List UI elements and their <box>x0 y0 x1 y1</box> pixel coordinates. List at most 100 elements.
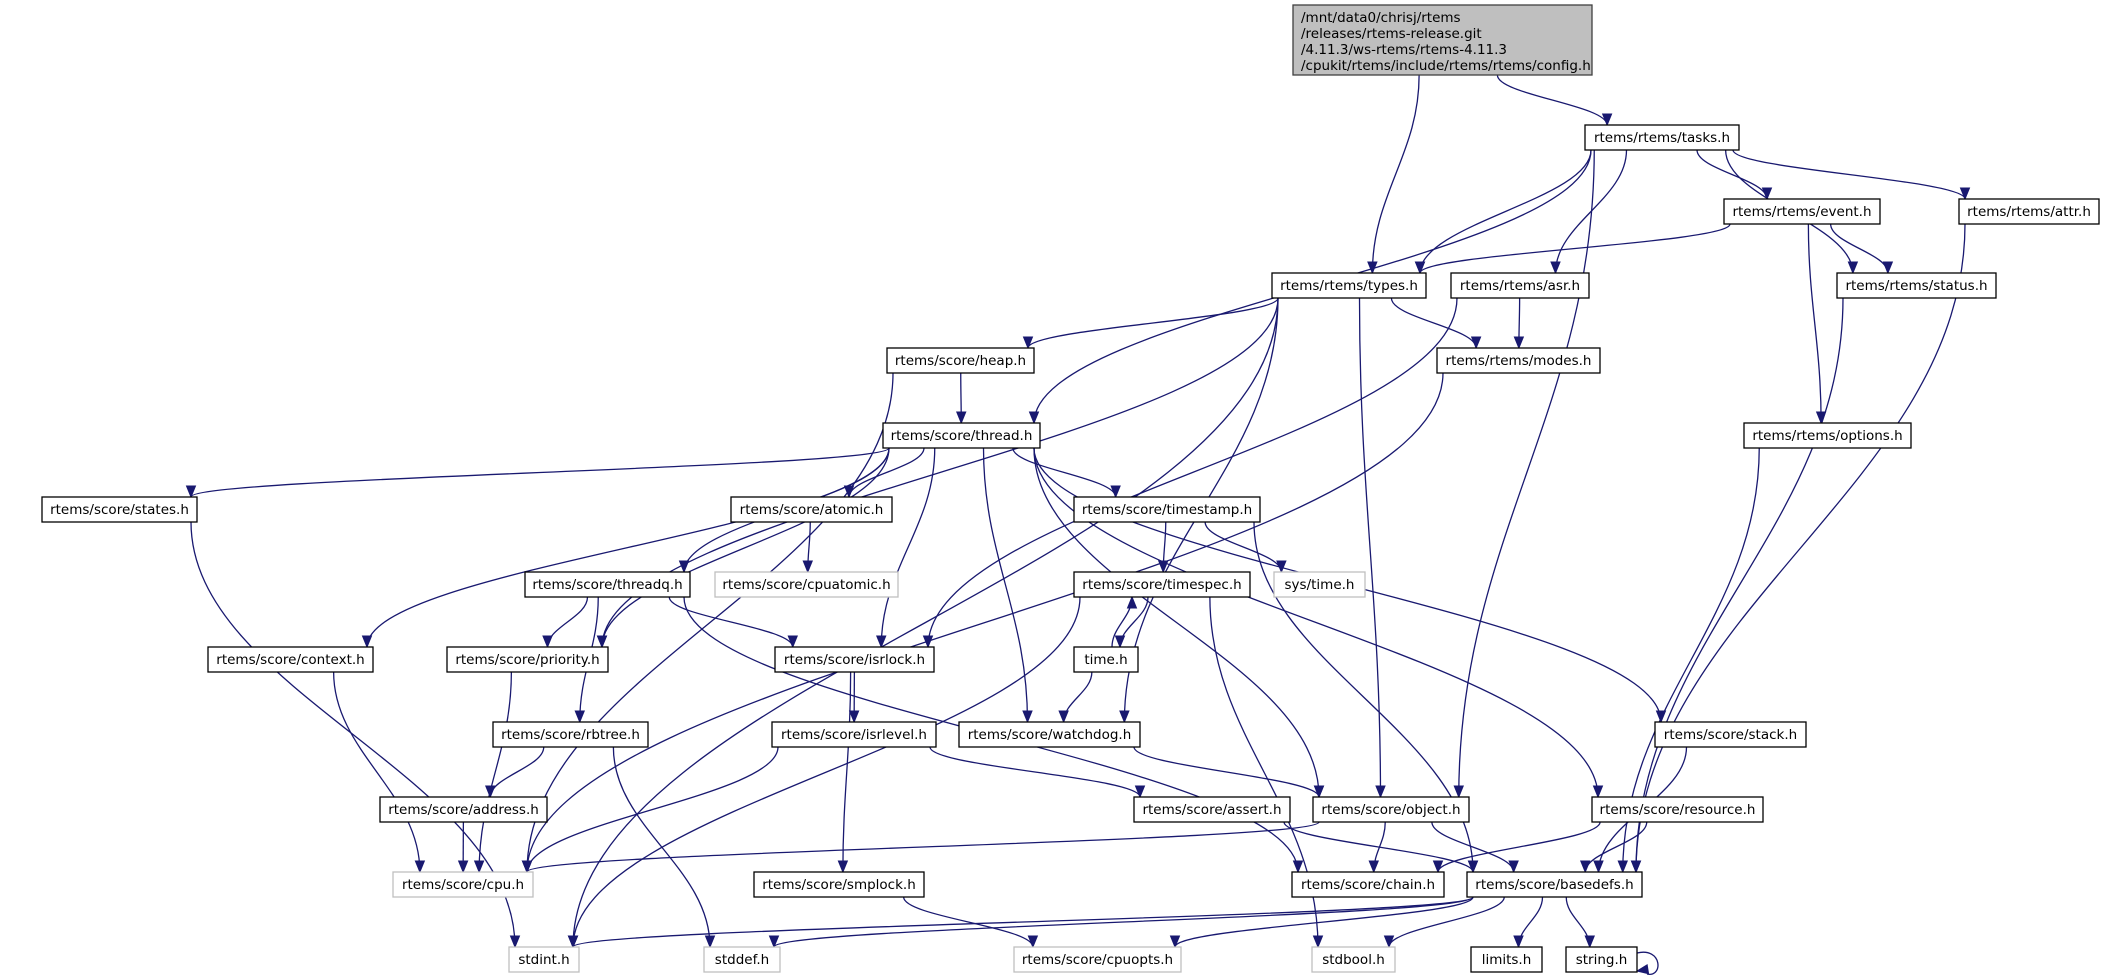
edge-event-to-status <box>1829 223 1894 275</box>
edge-basedefs-to-cpuopts <box>1169 896 1474 949</box>
node-label: rtems/score/priority.h <box>455 652 599 668</box>
node-states[interactable]: rtems/score/states.h <box>41 496 198 523</box>
edge-priority-to-cpu <box>473 671 513 874</box>
arrowhead-icon <box>848 710 860 724</box>
node-root-config[interactable]: /mnt/data0/chrisj/rtems /releases/rtems-… <box>1292 4 1593 76</box>
node-isrlock[interactable]: rtems/score/isrlock.h <box>774 646 935 673</box>
edge-thread-to-priority <box>596 447 890 649</box>
node-label: limits.h <box>1482 952 1532 968</box>
node-modes[interactable]: rtems/rtems/modes.h <box>1436 347 1601 374</box>
arrowhead-icon <box>1110 485 1121 499</box>
node-chain[interactable]: rtems/score/chain.h <box>1291 871 1445 898</box>
node-box <box>1436 347 1601 374</box>
node-box <box>771 721 937 748</box>
node-time[interactable]: time.h <box>1073 646 1139 673</box>
node-smplock[interactable]: rtems/score/smplock.h <box>753 871 925 898</box>
node-label: rtems/score/smplock.h <box>762 877 916 893</box>
edge-basedefs-to-string <box>1565 896 1595 949</box>
node-box <box>41 496 198 523</box>
node-label: rtems/score/cpuopts.h <box>1022 952 1173 968</box>
node-stack[interactable]: rtems/score/stack.h <box>1654 721 1807 748</box>
node-timestamp[interactable]: rtems/score/timestamp.h <box>1073 496 1261 523</box>
node-asr[interactable]: rtems/rtems/asr.h <box>1450 272 1590 299</box>
node-threadq[interactable]: rtems/score/threadq.h <box>524 571 691 598</box>
edge-config-to-types <box>1367 74 1420 275</box>
edge-types-to-heap <box>1022 297 1279 350</box>
node-box <box>379 796 548 823</box>
arrowhead-icon <box>876 635 887 649</box>
node-context[interactable]: rtems/score/context.h <box>207 646 374 673</box>
node-box <box>492 721 649 748</box>
arrowhead-icon <box>1882 261 1894 275</box>
node-atomic[interactable]: rtems/score/atomic.h <box>730 496 893 523</box>
node-attr[interactable]: rtems/rtems/attr.h <box>1958 198 2100 225</box>
node-options[interactable]: rtems/rtems/options.h <box>1743 422 1912 449</box>
node-status[interactable]: rtems/rtems/status.h <box>1836 272 1997 299</box>
node-stddef[interactable]: stddef.h <box>703 946 781 973</box>
node-priority[interactable]: rtems/score/priority.h <box>446 646 609 673</box>
node-types[interactable]: rtems/rtems/types.h <box>1271 272 1427 299</box>
edge-assert-to-basedefs <box>1283 821 1479 874</box>
arrowhead-icon <box>1028 411 1040 425</box>
edge-line <box>1419 223 1731 274</box>
node-string[interactable]: string.h <box>1565 946 1638 973</box>
arrowhead-icon <box>457 860 469 874</box>
node-label: rtems/score/thread.h <box>891 428 1033 444</box>
node-heap[interactable]: rtems/score/heap.h <box>886 347 1035 374</box>
node-cpuatomic[interactable]: rtems/score/cpuatomic.h <box>714 571 899 598</box>
edge-isrlevel-to-assert <box>929 746 1146 799</box>
nodes-layer: /mnt/data0/chrisj/rtems /releases/rtems-… <box>41 4 2100 973</box>
edge-line <box>1283 821 1474 873</box>
edge-basedefs-to-stdbool <box>1383 896 1505 949</box>
node-object[interactable]: rtems/score/object.h <box>1312 796 1470 823</box>
edge-line <box>1371 74 1420 274</box>
node-address[interactable]: rtems/score/address.h <box>379 796 548 823</box>
edge-line <box>572 297 1279 948</box>
arrowhead-icon <box>1761 187 1773 201</box>
arrowhead-icon <box>1368 860 1379 874</box>
arrowhead-icon <box>1134 785 1146 799</box>
node-timespec[interactable]: rtems/score/timespec.h <box>1073 571 1251 598</box>
arrowhead-icon <box>1292 860 1304 874</box>
edge-event-to-options <box>1807 223 1827 425</box>
edge-address-to-cpu <box>457 821 469 874</box>
arrowhead-icon <box>473 860 485 874</box>
node-systime[interactable]: sys/time.h <box>1273 571 1366 598</box>
node-basedefs[interactable]: rtems/score/basedefs.h <box>1466 871 1643 898</box>
node-box <box>207 646 374 673</box>
edge-tasks-to-event <box>1696 149 1773 201</box>
node-cpuopts[interactable]: rtems/score/cpuopts.h <box>1013 946 1182 973</box>
node-stdbool[interactable]: stdbool.h <box>1311 946 1396 973</box>
node-isrlevel[interactable]: rtems/score/isrlevel.h <box>771 721 937 748</box>
arrowhead-icon <box>1383 935 1395 949</box>
edge-timestamp-to-timespec <box>1158 521 1169 574</box>
node-assert[interactable]: rtems/score/assert.h <box>1133 796 1291 823</box>
node-thread[interactable]: rtems/score/thread.h <box>882 422 1041 449</box>
edge-basedefs-to-limits <box>1513 896 1544 949</box>
node-event[interactable]: rtems/rtems/event.h <box>1723 198 1881 225</box>
node-tasks[interactable]: rtems/rtems/tasks.h <box>1584 124 1740 151</box>
edge-rbtree-to-address <box>485 746 545 799</box>
node-cpu[interactable]: rtems/score/cpu.h <box>392 871 534 898</box>
arrowhead-icon <box>768 935 780 949</box>
arrowhead-icon <box>1313 785 1325 799</box>
arrowhead-icon <box>1467 860 1479 874</box>
edge-object-to-chain <box>1368 821 1386 874</box>
node-watchdog[interactable]: rtems/score/watchdog.h <box>958 721 1141 748</box>
edge-line <box>1635 223 1966 873</box>
arrowhead-icon <box>1508 860 1519 874</box>
edge-thread-to-states <box>185 447 890 499</box>
edge-config-to-tasks <box>1496 74 1613 127</box>
edge-isrlock-to-isrlevel <box>848 671 860 724</box>
node-resource[interactable]: rtems/score/resource.h <box>1591 796 1764 823</box>
arrowhead-icon <box>542 635 553 649</box>
node-box <box>1591 796 1764 823</box>
node-limits[interactable]: limits.h <box>1470 946 1543 973</box>
arrowhead-icon <box>1058 710 1069 724</box>
edge-rbtree-to-stddef <box>612 746 716 949</box>
node-stdint[interactable]: stdint.h <box>508 946 580 973</box>
node-rbtree[interactable]: rtems/score/rbtree.h <box>492 721 649 748</box>
arrowhead-icon <box>596 635 608 649</box>
node-label: rtems/score/rbtree.h <box>501 727 640 743</box>
arrowhead-icon <box>1126 595 1138 609</box>
